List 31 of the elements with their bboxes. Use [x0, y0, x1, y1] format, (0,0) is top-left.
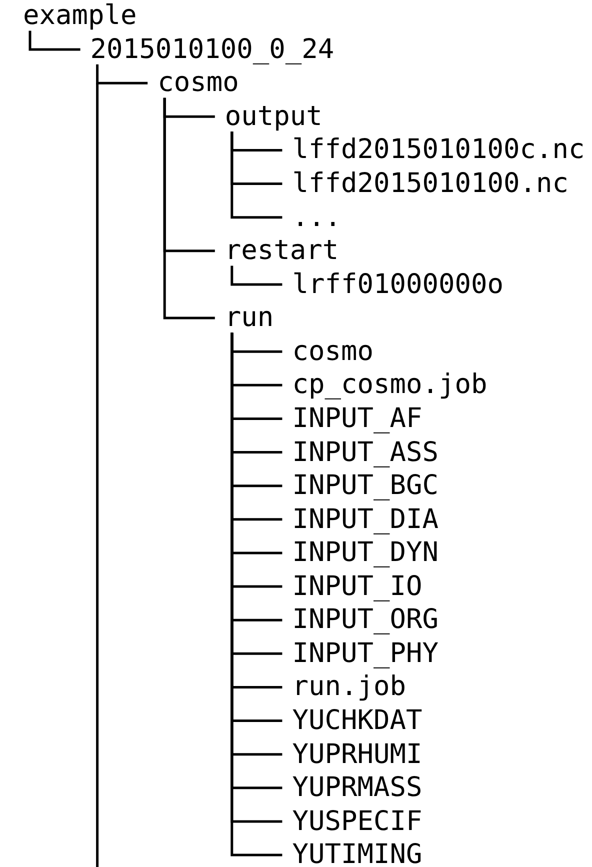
file-name: INPUT_ASS — [292, 436, 438, 470]
file-name: INPUT_ORG — [292, 603, 438, 637]
file-name: cosmo — [292, 334, 374, 368]
file-name: INPUT_DYN — [292, 536, 438, 570]
file-name: YUPRHUMI — [292, 738, 422, 772]
file-name: YUTIMING — [292, 838, 422, 867]
file-name: YUSPECIF — [292, 804, 422, 838]
tree-connector — [230, 131, 282, 219]
file-name: YUCHKDAT — [292, 704, 422, 738]
file-name: INPUT_AF — [292, 402, 422, 436]
tree-connector — [96, 64, 148, 84]
file-name: cosmo — [158, 66, 239, 100]
file-name: output — [224, 100, 322, 134]
tree-connector — [163, 98, 215, 320]
file-name: 2015010100_0_24 — [90, 32, 334, 66]
file-name: cp_cosmo.job — [292, 368, 488, 402]
file-name: run.job — [292, 670, 406, 704]
tree-connector — [28, 30, 80, 51]
file-name: YUPRMASS — [292, 771, 422, 805]
file-name: lrff01000000o — [292, 268, 504, 302]
file-name: ... — [292, 200, 341, 234]
file-name: INPUT_BGC — [292, 469, 438, 503]
file-name: restart — [224, 234, 339, 268]
file-name: run — [224, 301, 274, 335]
file-name: example — [23, 0, 137, 33]
tree-connector — [230, 266, 282, 286]
file-name: INPUT_PHY — [292, 636, 438, 670]
file-name: INPUT_DIA — [292, 502, 438, 536]
file-name: lffd2015010100.nc — [292, 167, 569, 201]
file-name: lffd2015010100c.nc — [292, 133, 585, 168]
file-name: INPUT_IO — [292, 570, 422, 604]
